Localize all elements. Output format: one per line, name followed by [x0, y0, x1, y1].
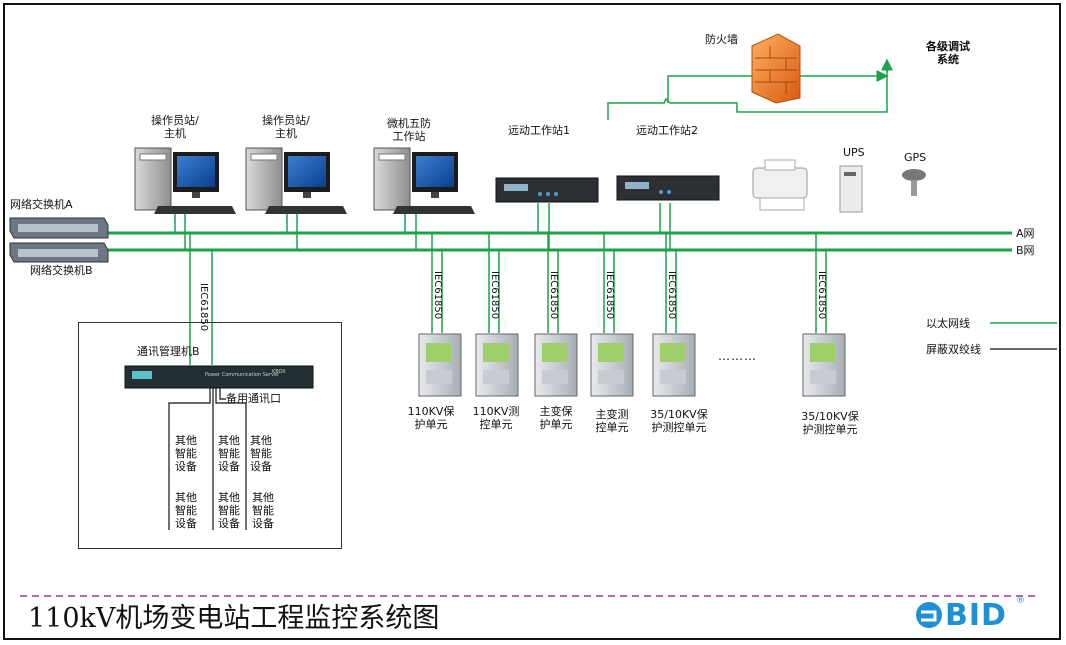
- smart-device-label: 其他 智能 设备: [250, 434, 272, 473]
- smart-device-label: 其他 智能 设备: [218, 434, 240, 473]
- remote-station-1-label: 远动工作站1: [508, 124, 570, 137]
- protocol-label-gateway: IEC61850: [198, 283, 209, 332]
- remote-station-2-label: 远动工作站2: [636, 124, 698, 137]
- gps-antenna-icon: [902, 169, 926, 196]
- protection-measurement-unit-2: [802, 333, 846, 397]
- page-frame: [3, 3, 1061, 640]
- operator-station-1: [134, 147, 236, 214]
- protocol-label-unit-2: IEC61850: [489, 271, 500, 320]
- diagram-title: 110kV机场变电站工程监控系统图: [28, 603, 440, 634]
- legend-shielded-label: 屏蔽双绞线: [926, 343, 981, 356]
- protection-unit-1: [418, 333, 462, 397]
- operator-station-1-label: 操作员站/ 主机: [151, 114, 199, 140]
- protection-measurement-unit-1: [652, 333, 696, 397]
- dispatch-links: [607, 58, 893, 120]
- operator-station-2-label: 操作员站/ 主机: [262, 114, 310, 140]
- unit-label-1: 110KV保 护单元: [407, 405, 455, 431]
- protocol-label-unit-4: IEC61850: [604, 271, 615, 320]
- remote-station-2: [616, 175, 720, 201]
- switch-a-label: 网络交换机A: [10, 198, 73, 211]
- serial-links: [168, 388, 247, 530]
- ups-label: UPS: [843, 146, 865, 159]
- spare-port-label: 备用通讯口: [226, 392, 281, 405]
- switch-b-label: 网络交换机B: [30, 264, 93, 277]
- smart-device-label: 其他 智能 设备: [175, 434, 197, 473]
- five-defense-label: 微机五防 工作站: [387, 117, 431, 143]
- unit-label-5: 35/10KV保 护测控单元: [650, 408, 708, 434]
- unit-label-4: 主变测 控单元: [595, 408, 629, 434]
- protocol-label-unit-1: IEC61850: [432, 271, 443, 320]
- gateway-label: 通讯管理机B: [137, 345, 200, 358]
- gateway-device-caption: Power Communication Server: [205, 372, 280, 378]
- protocol-label-unit-6: IEC61850: [816, 271, 827, 320]
- protocol-label-unit-5: IEC61850: [666, 271, 677, 320]
- unit-label-2: 110KV测 控单元: [472, 405, 520, 431]
- firewall-label: 防火墙: [705, 33, 738, 46]
- measurement-unit-2: [590, 333, 634, 397]
- network-switch-b: [9, 242, 109, 263]
- unit-links: [431, 233, 827, 333]
- gateway-device-brand: KBOX: [272, 369, 286, 375]
- brand-logo-text: BID: [945, 598, 1007, 633]
- remote-station-1: [495, 177, 599, 203]
- printer-icon: [752, 159, 808, 211]
- unit-label-6: 35/10KV保 护测控单元: [801, 410, 859, 436]
- brand-registered-mark: ®: [1016, 596, 1025, 606]
- five-defense-workstation: [373, 147, 475, 214]
- station-links: [174, 203, 671, 365]
- firewall-icon: [751, 33, 801, 104]
- gateway-enclosure: [78, 322, 342, 549]
- smart-device-label: 其他 智能 设备: [218, 491, 240, 530]
- ups-icon: [839, 165, 863, 213]
- legend-ethernet-label: 以太网线: [926, 317, 970, 330]
- measurement-unit-1: [475, 333, 519, 397]
- more-units-ellipsis: ………: [718, 349, 757, 363]
- dispatch-system-label: 各级调试 系统: [926, 40, 970, 66]
- protection-unit-2: [534, 333, 578, 397]
- protocol-label-unit-3: IEC61850: [548, 271, 559, 320]
- brand-logo-icon: [916, 602, 942, 628]
- smart-device-label: 其他 智能 设备: [175, 491, 197, 530]
- operator-station-2: [245, 147, 347, 214]
- network-b-label: B网: [1016, 244, 1035, 257]
- smart-device-label: 其他 智能 设备: [252, 491, 274, 530]
- network-switch-a: [9, 217, 109, 239]
- network-a-label: A网: [1016, 227, 1035, 240]
- gps-label: GPS: [904, 151, 927, 164]
- gateway-device: [124, 365, 314, 389]
- unit-label-3: 主变保 护单元: [539, 405, 573, 431]
